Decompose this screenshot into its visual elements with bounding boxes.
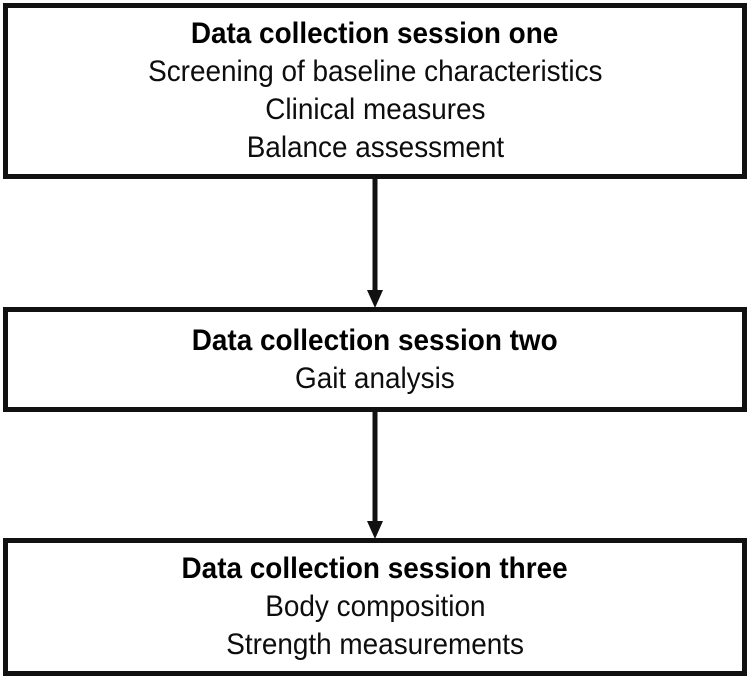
flow-box-line: Strength measurements [226,628,524,661]
flow-box-line: Gait analysis [295,361,455,395]
flow-box-session-three: Data collection session three Body compo… [3,538,747,676]
flow-box-line: Screening of baseline characteristics [147,55,603,88]
flow-box-line: Clinical measures [264,93,486,126]
flow-box-line: Balance assessment [246,131,504,164]
flow-box-session-two: Data collection session two Gait analysi… [3,307,747,412]
flow-box-title: Data collection session one [191,17,559,50]
arrow-down-icon [367,178,383,308]
flow-box-line: Body composition [264,590,486,623]
flow-box-session-one: Data collection session one Screening of… [3,3,747,179]
flow-box-title: Data collection session three [181,552,569,585]
arrow-down-icon [367,411,383,539]
flow-box-title: Data collection session two [192,323,558,357]
